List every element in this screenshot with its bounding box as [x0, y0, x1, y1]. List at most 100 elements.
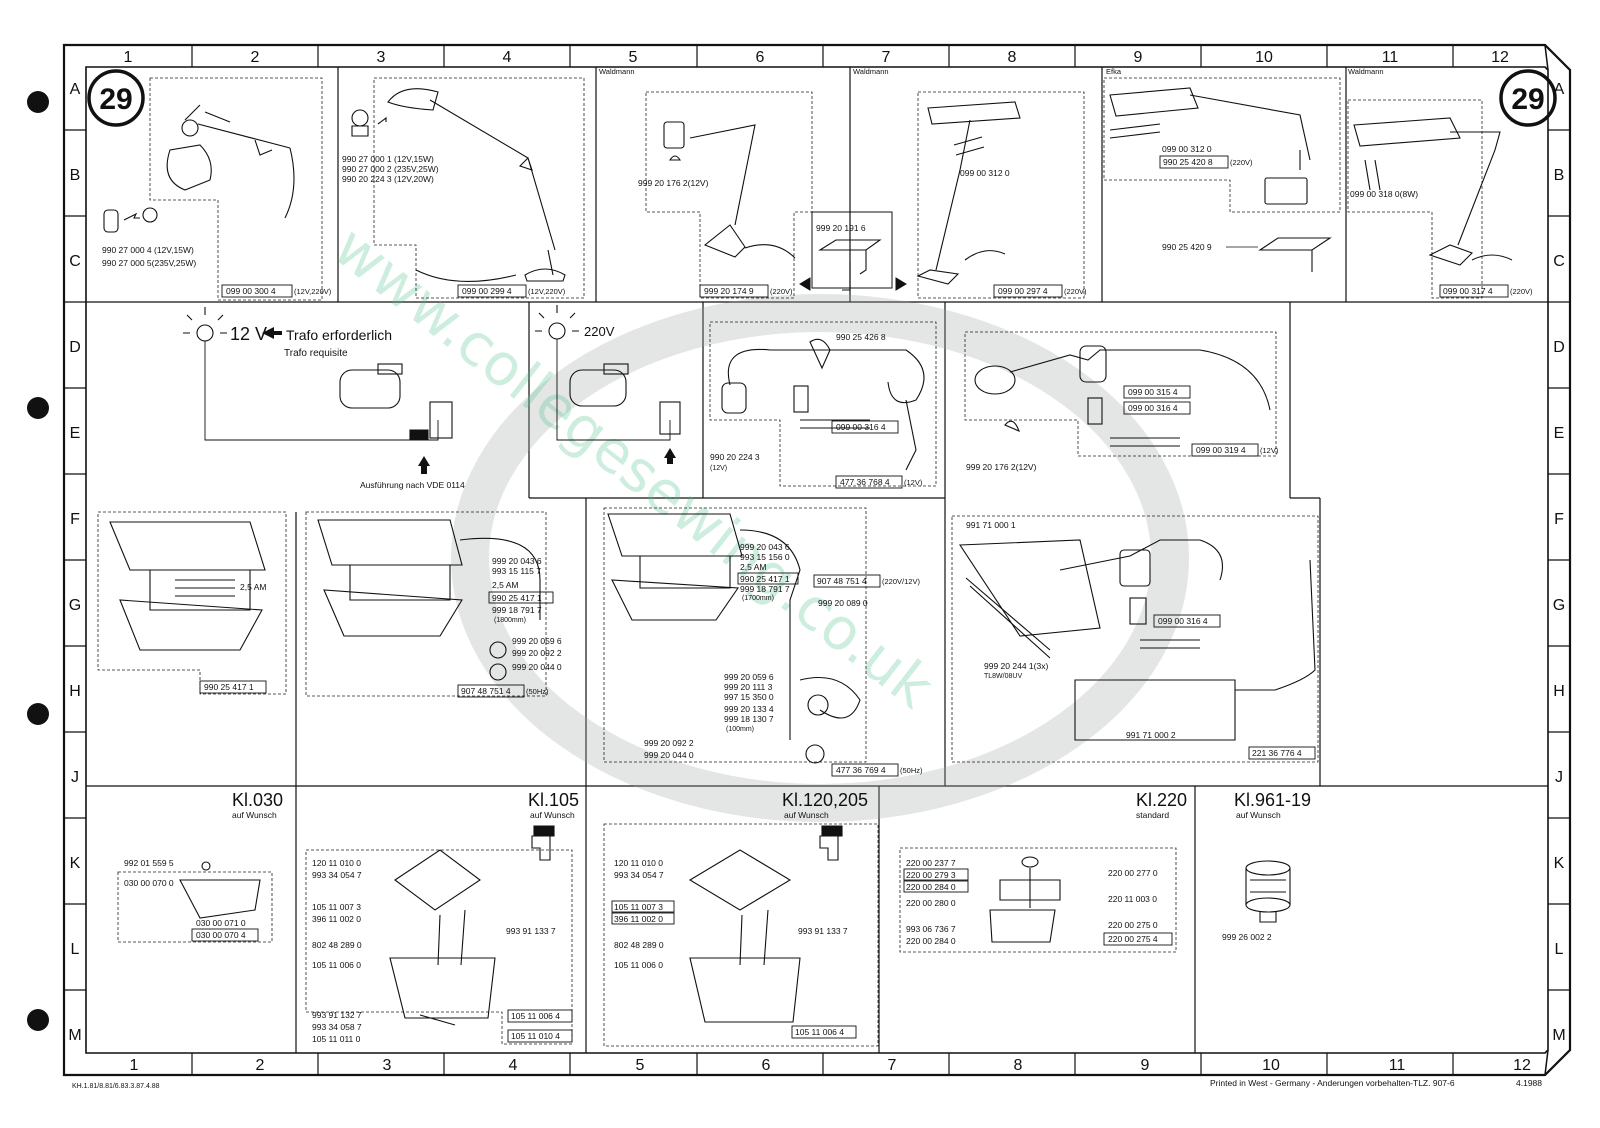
page-number-left: 29: [99, 83, 132, 116]
brand-efka: Efka: [1106, 67, 1122, 76]
part-999-20-176-2-spot: 999 20 176 2(12V): [966, 462, 1037, 472]
part-box-note: (12V): [904, 478, 923, 487]
part-box-220-00-275-4: 220 00 275 4: [1108, 934, 1158, 944]
kl120-subtitle: auf Wunsch: [784, 810, 829, 820]
transformer-icon: [317, 519, 541, 681]
col-bottom-5: 5: [636, 1057, 645, 1074]
row-left-G: G: [69, 597, 81, 614]
row-right-H: H: [1553, 683, 1565, 700]
transformer-icon: [109, 521, 266, 651]
panel-kl220: Kl.220 standard 220 00 237 7 220 00 279 …: [899, 790, 1187, 953]
part-box-note: (220V): [1510, 287, 1533, 296]
row-left-A: A: [70, 81, 81, 98]
part-box-note: (220V): [1064, 287, 1087, 296]
bulb-note-12v: (12V): [710, 465, 727, 472]
panel-spot-lamp: 099 00 315 4 099 00 316 4 999 20 176 2(1…: [964, 331, 1279, 472]
brand-waldmann: Waldmann: [599, 67, 635, 76]
lamp-panel-3: Waldmann 999 20 176 2(12V) 999 20 174 9 …: [599, 67, 813, 299]
part-105-11-006-0: 105 11 006 0: [614, 960, 663, 970]
part-box-105-11-010-4: 105 11 010 4: [511, 1031, 560, 1041]
part-999-20-092-2: 999 20 092 2: [512, 648, 562, 658]
part-990-20-224-3: 990 20 224 3 (12V,20W): [342, 174, 434, 184]
part-999-26-002-2: 999 26 002 2: [1222, 932, 1272, 942]
part-099-00-318-0: 099 00 318 0(8W): [1350, 189, 1418, 199]
uv-lamp-icon: [959, 539, 1316, 741]
row-right-M: M: [1552, 1027, 1565, 1044]
part-105-11-007-3: 105 11 007 3: [312, 902, 361, 912]
panel-gooseneck-lamp: 990 25 426 8 099 00 316 4 990 20 224 3 (…: [709, 321, 937, 489]
part-220-11-003-0: 220 11 003 0: [1108, 894, 1157, 904]
part-999-20-133-4: 999 20 133 4: [724, 704, 774, 714]
panel-dividers: [86, 67, 1548, 1053]
lamp-panel-1: 990 27 000 4 (12V,15W) 990 27 000 5(235V…: [102, 77, 332, 301]
kl220-title: Kl.220: [1136, 790, 1187, 810]
part-220-00-277-0: 220 00 277 0: [1108, 868, 1158, 878]
part-box-105-11-006-4: 105 11 006 4: [795, 1027, 844, 1037]
chip-box-icon: [389, 849, 496, 1026]
part-993-34-054-7: 993 34 054 7: [312, 870, 362, 880]
col-top-9: 9: [1134, 49, 1143, 66]
footer-printed-note: Printed in West - Germany - Anderungen v…: [1210, 1078, 1455, 1088]
oil-guard-icon: [989, 856, 1061, 943]
col-top-11: 11: [1382, 49, 1399, 66]
part-box-note: (50Hz): [900, 766, 923, 775]
part-030-00-071-0: 030 00 071 0: [196, 918, 246, 928]
col-bottom-10: 10: [1262, 1057, 1280, 1074]
motor-icon: [339, 363, 453, 441]
col-top-4: 4: [503, 49, 512, 66]
part-992-01-559-5: 992 01 559 5: [124, 858, 174, 868]
kl120-title: Kl.120,205: [782, 790, 868, 810]
row-left-M: M: [68, 1027, 81, 1044]
footer-date: 4.1988: [1516, 1078, 1542, 1088]
col-top-8: 8: [1008, 49, 1017, 66]
kl961-subtitle: auf Wunsch: [1236, 810, 1281, 820]
part-999-20-191-6: 999 20 191 6: [816, 223, 866, 233]
row-left-E: E: [70, 425, 81, 442]
part-999-20-089-0: 999 20 089 0: [818, 598, 868, 608]
row-left-B: B: [70, 167, 81, 184]
part-box-907-48-751-4: 907 48 751 4: [461, 686, 511, 696]
brand-waldmann: Waldmann: [853, 67, 889, 76]
label-2-5-am: 2,5 AM: [492, 580, 518, 590]
light-bulb-icon: [535, 305, 579, 340]
label-2-5-am: 2,5 AM: [240, 582, 266, 592]
part-990-25-426-8: 990 25 426 8: [836, 332, 886, 342]
part-box-note: (12V,220V): [294, 287, 332, 296]
kl220-subtitle: standard: [1136, 810, 1169, 820]
kl105-subtitle: auf Wunsch: [530, 810, 575, 820]
part-990-27-000-1: 990 27 000 1 (12V,15W): [342, 154, 434, 164]
row-right-K: K: [1554, 855, 1565, 872]
part-990-27-000-5: 990 27 000 5(235V,25W): [102, 258, 196, 268]
part-997-15-350-0: 997 15 350 0: [724, 692, 774, 702]
row-left-D: D: [69, 339, 81, 356]
panel-kl105: Kl.105 auf Wunsch 120 11 010 0 993 34 05…: [305, 790, 579, 1045]
trafo-required: Trafo erforderlich: [286, 327, 392, 343]
clamp-subpanel: 999 20 191 6: [799, 211, 907, 291]
footer: KH.1.81/8.81/6.83.3.87.4.88 Printed in W…: [72, 1078, 1542, 1090]
col-top-2: 2: [251, 49, 260, 66]
sheet-frame: [62, 43, 1572, 1077]
part-box-099-00-300-4: 099 00 300 4: [226, 286, 276, 296]
col-bottom-11: 11: [1389, 1057, 1406, 1074]
lamp-panel-5: Efka 099 00 312 0 990 25 420 8 (220V) 99…: [1103, 67, 1341, 272]
panel-12v-motor: 12 V Trafo erforderlich Trafo requisite …: [183, 307, 465, 490]
part-105-11-011-0: 105 11 011 0: [312, 1034, 361, 1044]
part-993-15-115-7: 993 15 115 7: [492, 566, 541, 576]
row-right-J: J: [1555, 769, 1563, 786]
length-1700mm: (1700mm): [742, 595, 774, 602]
gooseneck-lamp-icon: [721, 338, 925, 471]
light-bulb-icon: [183, 307, 227, 342]
part-box-099-00-319-4: 099 00 319 4: [1196, 445, 1246, 455]
clamp-lamp-icon: [166, 104, 295, 219]
panel-kl030: Kl.030 auf Wunsch 992 01 559 5 030 00 07…: [117, 790, 283, 943]
col-bottom-4: 4: [509, 1057, 518, 1074]
part-box-999-20-174-9: 999 20 174 9: [704, 286, 754, 296]
waldmann-fluorescent-lamp-icon: [1353, 117, 1513, 266]
part-box-099-00-317-4: 099 00 317 4: [1443, 286, 1493, 296]
part-396-11-002-0: 396 11 002 0: [312, 914, 361, 924]
watermark-text: www.collegesewing.co.uk: [321, 212, 946, 721]
part-991-71-000-2: 991 71 000 2: [1126, 730, 1176, 740]
kl030-subtitle: auf Wunsch: [232, 810, 277, 820]
arrow-icons: [799, 277, 907, 291]
part-box-099-00-316-4: 099 00 316 4: [836, 422, 886, 432]
